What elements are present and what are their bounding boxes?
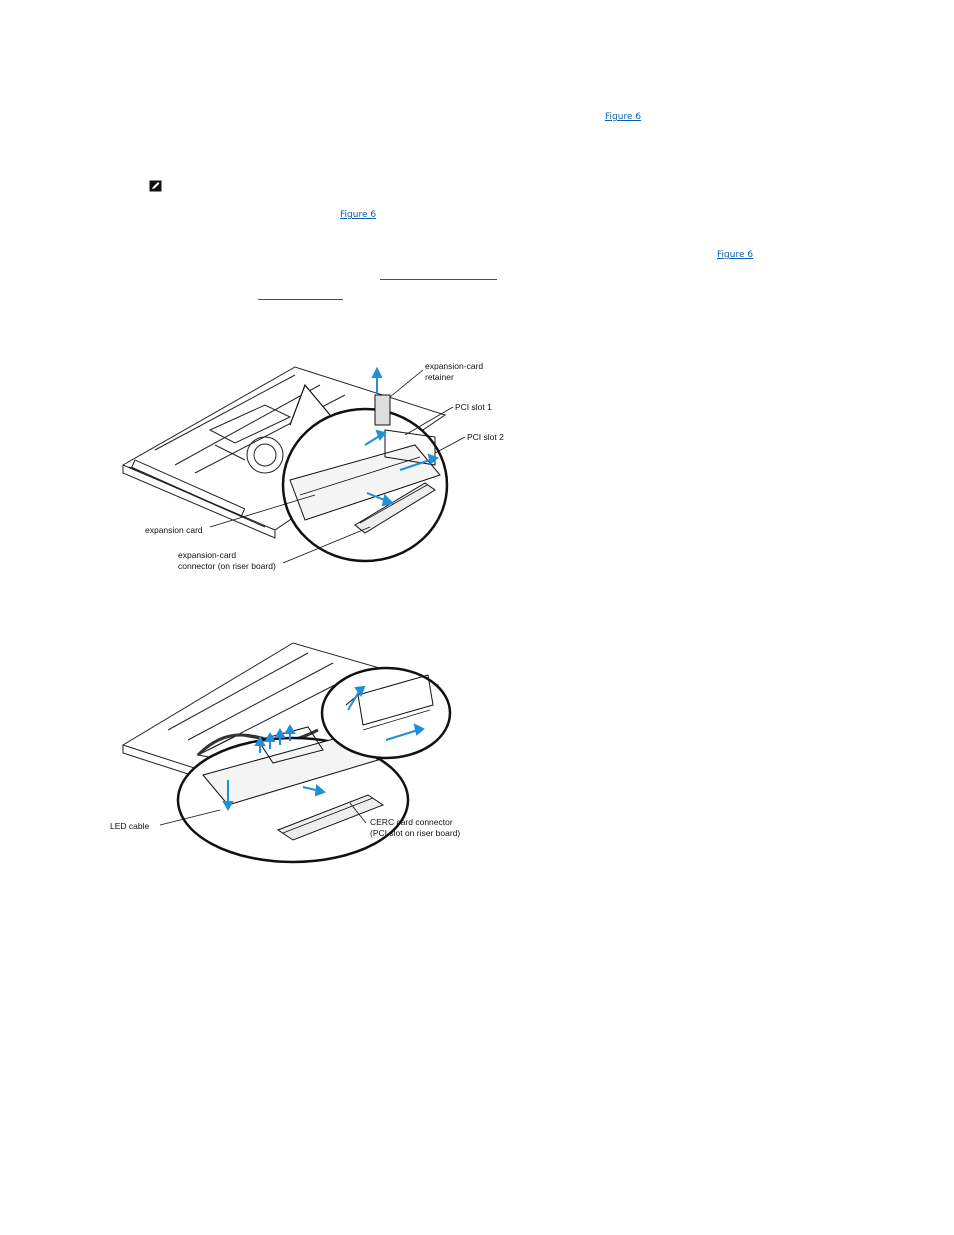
magnified-view-2 (176, 726, 410, 864)
cross-reference-link-2[interactable] (258, 298, 343, 300)
label-pci-slot-2: PCI slot 2 (467, 432, 504, 442)
motion-arrows-2 (222, 685, 425, 812)
label-retainer-2: retainer (425, 372, 454, 382)
figure6-link-step[interactable]: Figure 6 (717, 250, 754, 260)
label-pci-slot-1: PCI slot 1 (455, 402, 492, 412)
magnified-view-3 (320, 666, 452, 760)
label-connector-2: connector (on riser board) (178, 561, 276, 571)
label-cerc-2: (PCI slot on riser board) (370, 828, 460, 838)
label-connector-1: expansion-card (178, 550, 236, 560)
cerc-card-figure: LED cable CERC card connector (PCI slot … (110, 642, 460, 864)
label-expansion-card: expansion card (145, 525, 203, 535)
label-retainer-1: expansion-card (425, 361, 483, 371)
note-pencil-icon (149, 180, 162, 192)
cross-reference-link-1[interactable] (380, 278, 497, 280)
expansion-card-figure: expansion-card retainer PCI slot 1 PCI s… (121, 361, 504, 571)
figure6-link-note[interactable]: Figure 6 (340, 210, 377, 220)
label-cerc-1: CERC card connector (370, 817, 453, 827)
label-led-cable: LED cable (110, 821, 149, 831)
magnified-view (281, 383, 449, 563)
motion-arrows (364, 366, 439, 507)
figure6-link-top[interactable]: Figure 6 (605, 112, 642, 122)
